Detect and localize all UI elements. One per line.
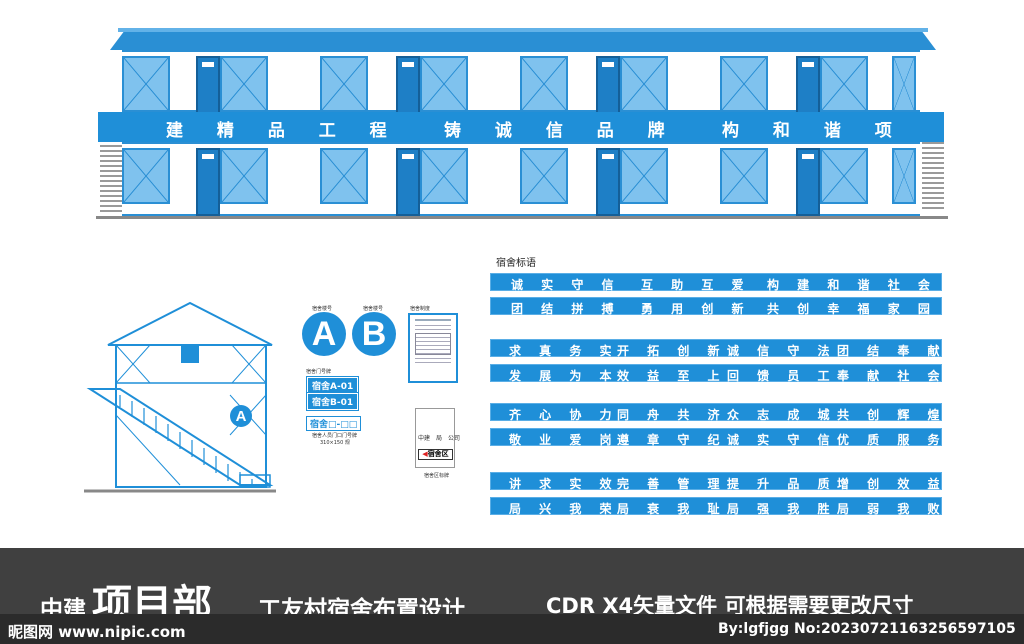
door-sign-size: 310×150 规	[320, 440, 350, 446]
slogan-text: 众 志 成 城	[727, 408, 837, 422]
side-elevation-drawing	[84, 301, 276, 493]
slogan-text: 开 拓 创 新	[617, 344, 727, 358]
door-sign-b: 宿舍B-01	[305, 392, 360, 411]
zone-sign-note: 宿舍区标牌	[424, 473, 450, 479]
slogan-text: 诚 实 守 信	[511, 278, 621, 292]
company-text: 中建 局 公司	[418, 435, 461, 442]
window	[320, 56, 368, 112]
window	[122, 148, 170, 204]
slogan-bar: 发 展 为 本 效 益 至 上 回 馈 员 工 奉 献 社 会	[490, 364, 942, 383]
slogan-text: 增 创 效 益	[837, 477, 947, 491]
banner-text-1: 建 精 品 工 程	[166, 121, 401, 141]
slogan-text: 发 展 为 本	[509, 369, 619, 383]
slogan-text: 共 创 幸 福 家 园	[767, 302, 937, 316]
slogan-text: 诚 实 守 信	[727, 433, 837, 447]
banner-text-2: 铸 诚 信 品 牌	[444, 121, 679, 141]
window	[420, 56, 468, 112]
window	[620, 56, 668, 112]
slogan-text: 优 质 服 务	[837, 433, 947, 447]
slogan-text: 局 弱 我 败	[837, 502, 947, 516]
slogan-text: 奉 献 社 会	[837, 369, 947, 383]
slogan-bar: 求 真 务 实 开 拓 创 新 诚 信 守 法 团 结 奉 献	[490, 339, 942, 358]
circle-sign-caption-left: 宿舍楼号	[312, 306, 333, 312]
slogan-text: 共 创 辉 煌	[837, 408, 947, 422]
slogan-bar: 局 兴 我 荣 局 衰 我 耻 局 强 我 胜 局 弱 我 败	[490, 497, 942, 516]
slogan-text: 完 善 管 理	[617, 477, 727, 491]
door-sign-a: 宿舍A-01	[305, 376, 360, 395]
slogan-text: 回 馈 员 工	[727, 369, 837, 383]
window	[220, 56, 268, 112]
building-sign-b: B	[352, 312, 396, 356]
slogan-text: 互 助 互 爱	[641, 278, 751, 292]
window	[892, 148, 916, 204]
slogan-bar: 讲 求 实 效 完 善 管 理 提 升 品 质 增 创 效 益	[490, 472, 942, 491]
side-building-letter: A	[230, 405, 252, 427]
window	[892, 56, 916, 112]
watermark-strip: 昵图网 www.nipic.com By:lgfjgg No:202307211…	[0, 614, 1024, 644]
window	[420, 148, 468, 204]
roof-edge	[118, 28, 928, 32]
left-stairs	[100, 145, 122, 215]
door-sign-small: 宿舍□-□□	[306, 416, 362, 431]
circle-sign-caption-right: 宿舍楼号	[363, 306, 384, 312]
slogan-text: 齐 心 协 力	[509, 408, 619, 422]
slogan-text: 局 兴 我 荣	[509, 502, 619, 516]
slogan-text: 诚 信 守 法	[727, 344, 837, 358]
window	[520, 56, 568, 112]
door-sign-note: 宿舍人员门口门号牌	[312, 433, 358, 439]
window	[720, 148, 768, 204]
slogan-text: 同 舟 共 济	[617, 408, 727, 422]
slogan-bar: 敬 业 爱 岗 遵 章 守 纪 诚 实 守 信 优 质 服 务	[490, 428, 942, 447]
door	[196, 148, 220, 216]
door	[596, 148, 620, 216]
window	[820, 56, 868, 112]
window	[520, 148, 568, 204]
upper-floor	[122, 50, 920, 124]
roof	[110, 28, 936, 50]
rules-board	[408, 313, 458, 383]
dormitory-front-elevation: 建 精 品 工 程 铸 诚 信 品 牌 构 和 谐 项 目	[0, 0, 1024, 225]
slogan-text: 局 强 我 胜	[727, 502, 837, 516]
slogan-bar: 团 结 拼 搏 勇 用 创 新 共 创 幸 福 家 园	[490, 297, 942, 316]
slogan-text: 局 衰 我 耻	[617, 502, 727, 516]
slogans-title: 宿舍标语	[496, 258, 536, 269]
dormitory-side-elevation: A	[80, 295, 290, 500]
slogan-text: 遵 章 守 纪	[617, 433, 727, 447]
slogan-bar: 诚 实 守 信 互 助 互 爱 构 建 和 谐 社 会	[490, 273, 942, 292]
window	[122, 56, 170, 112]
lower-floor	[122, 142, 920, 216]
window	[220, 148, 268, 204]
slogan-text: 团 结 奉 献	[837, 344, 947, 358]
door	[796, 148, 820, 216]
door	[396, 148, 420, 216]
dorm-zone-label: ◀宿舍区	[418, 449, 453, 460]
ground-line	[96, 216, 948, 219]
slogan-text: 勇 用 创 新	[641, 302, 751, 316]
watermark-site: 昵图网 www.nipic.com	[8, 623, 186, 641]
window	[620, 148, 668, 204]
door-sign-caption: 宿舍门号牌	[306, 369, 332, 375]
building-banner: 建 精 品 工 程 铸 诚 信 品 牌 构 和 谐 项 目	[98, 112, 944, 166]
slogan-text: 求 真 务 实	[509, 344, 619, 358]
slogan-text: 讲 求 实 效	[509, 477, 619, 491]
slogan-text: 提 升 品 质	[727, 477, 837, 491]
dorm-zone-sign: 中建 局 公司 ◀宿舍区	[415, 408, 460, 468]
arrow-icon: ◀	[422, 450, 428, 458]
slogan-text: 团 结 拼 搏	[511, 302, 621, 316]
window	[820, 148, 868, 204]
right-stairs	[922, 142, 944, 212]
rules-caption: 宿舍制度	[410, 306, 431, 312]
window	[320, 148, 368, 204]
watermark-byline: By:lgfjgg No:20230721163256597105	[718, 621, 1016, 637]
window	[720, 56, 768, 112]
slogan-text: 效 益 至 上	[617, 369, 727, 383]
slogan-bar: 齐 心 协 力 同 舟 共 济 众 志 成 城 共 创 辉 煌	[490, 403, 942, 422]
slogan-text: 敬 业 爱 岗	[509, 433, 619, 447]
building-sign-a: A	[302, 312, 346, 356]
slogan-text: 构 建 和 谐 社 会	[767, 278, 937, 292]
